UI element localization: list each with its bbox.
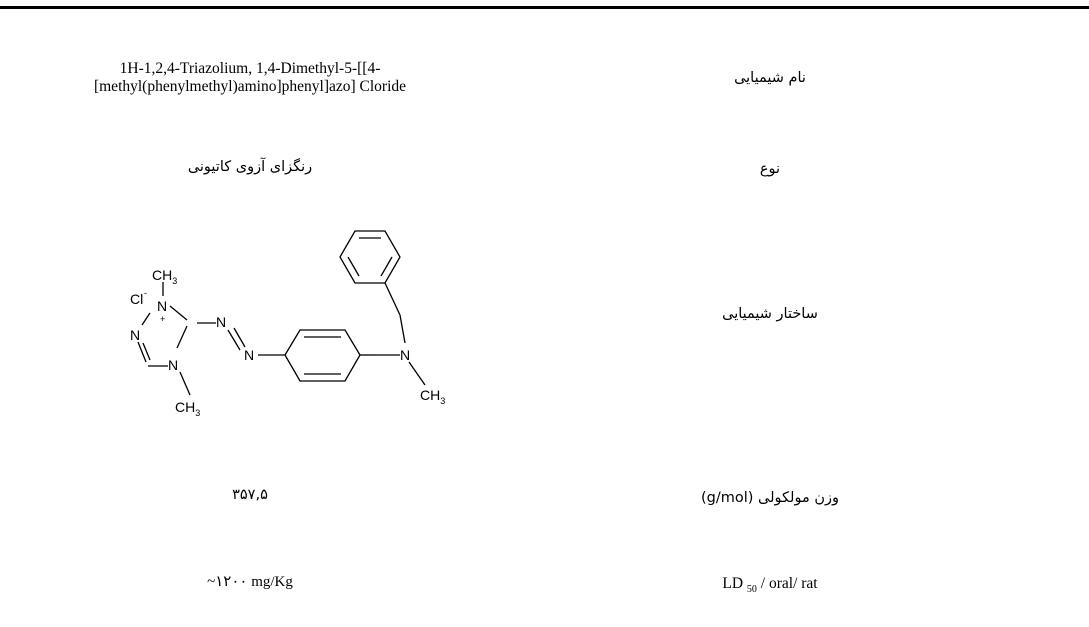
benzyl-ring [339,230,401,284]
positive-charge: + [160,314,165,324]
structure-label: ساختار شیمیایی [722,306,818,322]
methyl-top: CH3 [152,267,177,286]
azo-nitrogen-1: N [216,314,226,330]
ld50-value: ~۱۲۰۰ mg/Kg [207,574,293,590]
chloride-charge: - [144,288,147,298]
top-rule [0,6,1089,9]
chemical-name-value: 1H-1,2,4-Triazolium, 1,4-Dimethyl-5-[[4-… [0,60,500,96]
amine-nitrogen: N [400,347,410,363]
ld50-label: LD 50 / oral/ rat [722,575,818,596]
ring-nitrogen-1: N [157,298,167,314]
molecular-weight-value: ۳۵۷,۵ [232,487,268,503]
chemical-name-line-2: [methyl(phenylmethyl)amino]phenyl]azo] C… [93,78,407,95]
ring-nitrogen-2: N [130,327,140,343]
type-label: نوع [759,161,781,177]
chemical-name-label: نام شیمیایی [734,70,806,86]
ring-nitrogen-4: N [168,357,178,373]
methyl-amine: CH3 [420,387,445,406]
benzyl-ch2-bond [384,282,401,316]
type-value: رنگزای آزوی کاتیونی [187,159,313,175]
molecular-weight-label: وزن مولکولی (g/mol) [700,490,839,506]
methyl-bottom: CH3 [175,399,200,418]
azo-nitrogen-2: N [244,347,254,363]
chloride-atom: Cl [130,291,143,307]
chemical-name-line-1: 1H-1,2,4-Triazolium, 1,4-Dimethyl-5-[[4- [119,60,381,77]
